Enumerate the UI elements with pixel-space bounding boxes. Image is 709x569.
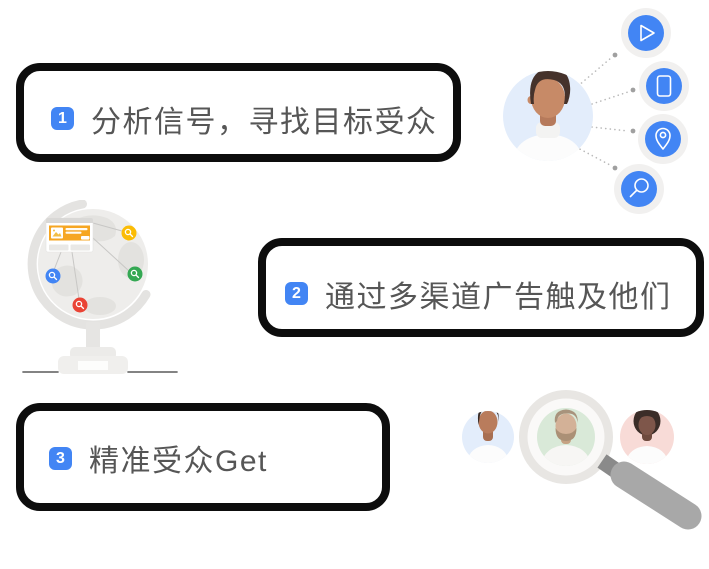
step-3-number-badge: 3 [49,446,72,470]
yellow-search-pin [121,225,137,241]
play-icon [621,8,671,58]
card-pin-connectors [53,222,130,300]
magnifier-lens [519,390,613,484]
pink-avatar [620,410,674,464]
step-2-number-badge: 2 [285,282,308,305]
step-1-number-badge: 1 [51,107,74,130]
step-box-3: 3 精准受众Get [16,403,390,511]
blue-search-pin [45,268,61,284]
step-3-label: 精准受众Get [89,445,268,478]
green-search-pin [127,266,143,282]
globe-search-illustration [22,200,178,374]
step-1-label: 分析信号，寻找目标受众 [91,105,438,139]
globe-base [22,322,178,374]
location-pin-icon [638,114,688,164]
magnifier-handle [597,454,702,530]
step-box-1: 1 分析信号，寻找目标受众 [16,63,461,162]
user-avatar [503,71,593,161]
search-icon [614,164,664,214]
blue-avatar [462,411,514,463]
phone-icon [639,61,689,111]
step-box-2: 2 通过多渠道广告触及他们 [258,238,704,337]
audience-signals-illustration [503,8,689,214]
green-lens-avatar [540,409,592,466]
audience-magnifier-illustration [462,390,702,530]
ad-card [45,217,94,253]
red-search-pin [72,297,88,313]
dotted-connectors [575,52,636,171]
step-2-label: 通过多渠道广告触及他们 [325,280,672,314]
